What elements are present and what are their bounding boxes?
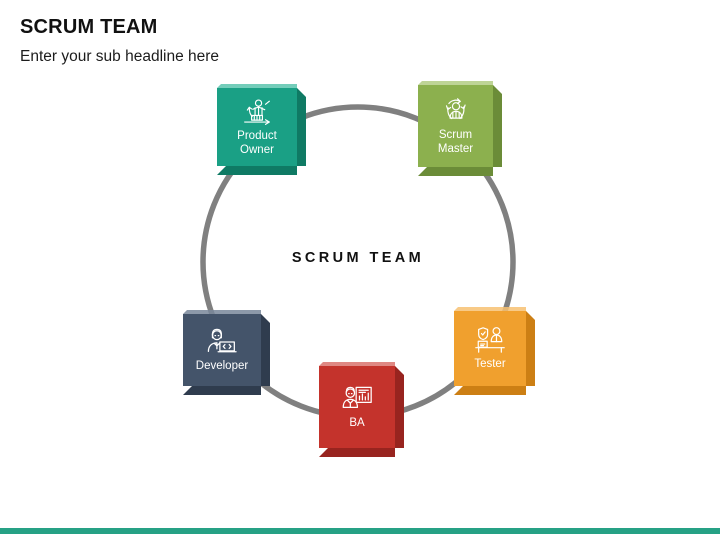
box-front-face: BA	[319, 366, 395, 448]
box-top-face	[418, 81, 493, 85]
node-label: Developer	[194, 360, 250, 374]
box-top-face	[217, 84, 297, 88]
node-label-line1: Developer	[195, 359, 249, 372]
node-scrum-master[interactable]: Scrum Master	[418, 81, 502, 176]
developer-icon	[207, 328, 237, 353]
box-bottom-face	[454, 386, 526, 395]
footer-accent-bar	[0, 528, 720, 534]
box-front-face: Product Owner	[217, 88, 297, 166]
box-bottom-face	[183, 386, 261, 395]
box-right-face	[261, 314, 270, 386]
scrum-master-icon	[445, 98, 466, 120]
box-front-face: Developer	[183, 314, 261, 386]
box-right-face	[395, 366, 404, 448]
box-right-face	[526, 311, 535, 386]
page-title: SCRUM TEAM	[20, 16, 158, 38]
node-ba[interactable]: BA	[319, 362, 404, 457]
box-right-face	[493, 85, 502, 167]
box-bottom-face	[217, 166, 297, 175]
node-tester[interactable]: Tester	[454, 307, 535, 395]
node-label: Tester	[472, 358, 507, 372]
node-product-owner[interactable]: Product Owner	[217, 84, 306, 175]
node-label-line1: BA	[349, 416, 365, 429]
box-front-face: Scrum Master	[418, 85, 493, 167]
node-developer[interactable]: Developer	[183, 310, 270, 395]
node-label-line1: Scrum	[438, 129, 473, 141]
node-label: Product Owner	[235, 130, 279, 157]
node-label-line1: Tester	[474, 358, 506, 371]
box-top-face	[454, 307, 526, 311]
diagram-center-label: SCRUM TEAM	[291, 250, 425, 266]
page-subtitle: Enter your sub headline here	[20, 48, 220, 65]
product-owner-icon	[244, 99, 270, 125]
box-top-face	[183, 310, 261, 314]
box-bottom-face	[418, 167, 493, 176]
ba-icon	[342, 386, 372, 408]
box-bottom-face	[319, 448, 395, 457]
tester-icon	[475, 327, 505, 353]
node-label: BA	[347, 417, 366, 431]
node-label-line2: Master	[437, 142, 474, 155]
box-top-face	[319, 362, 395, 366]
box-front-face: Tester	[454, 311, 526, 386]
node-label-line1: Product	[237, 130, 277, 142]
node-label-line2: Owner	[240, 143, 274, 156]
box-right-face	[297, 88, 306, 166]
node-label: Scrum Master	[436, 129, 475, 156]
